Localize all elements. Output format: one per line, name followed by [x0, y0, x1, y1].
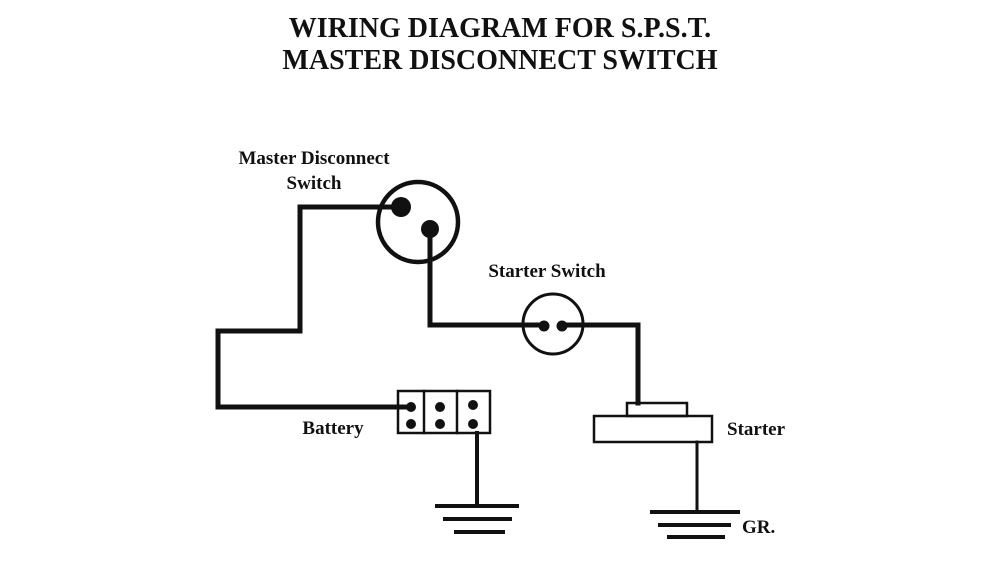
wire-starter-switch-to-starter [559, 322, 641, 406]
battery-terminal [468, 419, 478, 429]
battery-case [396, 389, 492, 435]
battery-label: Battery [302, 418, 364, 439]
starter-switch-terminal-2 [556, 320, 568, 332]
battery [396, 389, 492, 435]
battery-terminal [435, 419, 445, 429]
starter-switch-body [521, 292, 585, 356]
wire-battery-to-master-switch [215, 204, 411, 410]
diagram-title-line-1: WIRING DIAGRAM FOR S.P.S.T. [288, 13, 712, 44]
battery-terminal [406, 419, 416, 429]
battery-terminal [468, 400, 478, 410]
starter-label: Starter [727, 419, 786, 440]
battery-terminal [435, 402, 445, 412]
diagram-title-line-2: MASTER DISCONNECT SWITCH [282, 45, 718, 76]
master-switch-body [375, 179, 461, 265]
starter-switch-terminal-1 [538, 320, 550, 332]
master-disconnect-switch [375, 179, 461, 265]
ground-label: GR. [742, 517, 775, 538]
master-switch-label-line-2: Switch [287, 173, 342, 194]
battery-ground [435, 431, 519, 534]
battery-terminal [406, 402, 416, 412]
master-switch-terminal-1 [391, 197, 411, 217]
starter [592, 401, 714, 444]
starter-ground [650, 440, 740, 539]
master-switch-terminal-2 [421, 220, 439, 238]
master-switch-label-line-1: Master Disconnect [238, 148, 390, 169]
starter-switch-label: Starter Switch [488, 261, 606, 282]
starter-switch [521, 292, 585, 356]
starter-body [592, 414, 714, 444]
